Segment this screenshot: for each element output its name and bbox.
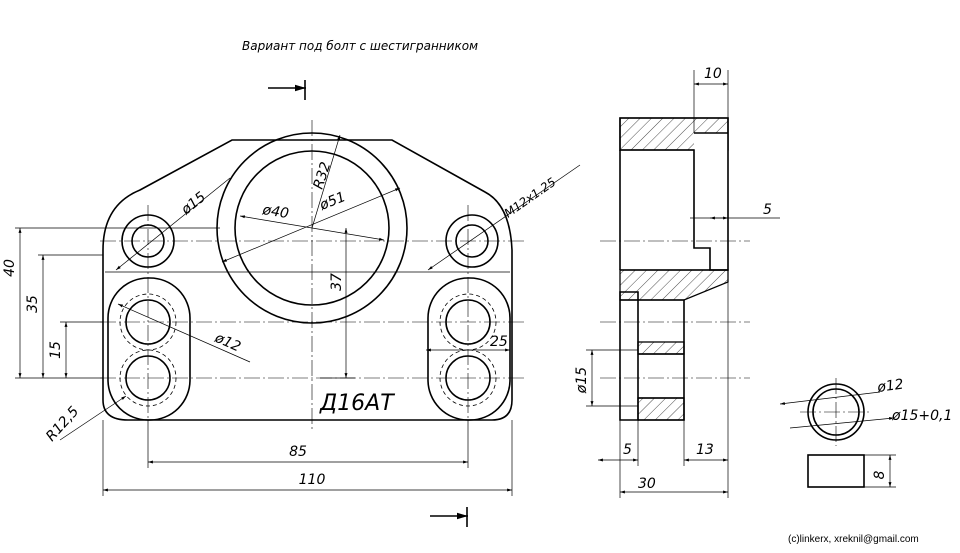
dim-washer-d12: ø12 (875, 376, 904, 396)
dim-side-10: 10 (704, 66, 722, 82)
dim-washer-d15: ø15+0,1 (891, 408, 952, 424)
left-slot (107, 277, 191, 421)
dim-side-5-bottom: 5 (623, 442, 632, 458)
dim-washer-8: 8 (872, 470, 888, 479)
dim-40: 40 (2, 259, 18, 277)
front-view: 40 35 15 37 85 110 R32 ø40 ø51 ø15 M12x1… (2, 80, 581, 527)
drawing-title: Вариант под болт с шестигранником (242, 39, 478, 53)
dim-r32: R32 (311, 160, 335, 191)
dim-35: 35 (25, 295, 41, 313)
dim-37: 37 (329, 273, 345, 291)
dim-side-d15: ø15 (574, 367, 590, 394)
dim-thread: M12x1.25 (502, 175, 559, 221)
dim-15: 15 (48, 341, 64, 359)
dim-85: 85 (289, 444, 307, 460)
material-label: Д16АТ (319, 391, 395, 416)
dim-side-13: 13 (696, 442, 714, 458)
dim-d40: ø40 (260, 202, 290, 222)
dim-d51: ø51 (317, 189, 348, 214)
dim-d15-hole: ø15 (178, 189, 209, 219)
dim-110: 110 (299, 472, 326, 488)
dim-side-30: 30 (638, 476, 656, 492)
dim-25: 25 (490, 334, 508, 350)
side-section-view: 10 5 ø15 5 13 30 (574, 66, 780, 498)
dim-side-5-top: 5 (763, 202, 772, 218)
dim-d12: ø12 (211, 330, 243, 356)
flange-outline (102, 139, 513, 421)
washer-side (807, 454, 865, 488)
washer-view: ø12 ø15+0,1 8 (779, 376, 952, 488)
copyright-text: (c)linkerx, xreknil@gmail.com (788, 534, 919, 545)
